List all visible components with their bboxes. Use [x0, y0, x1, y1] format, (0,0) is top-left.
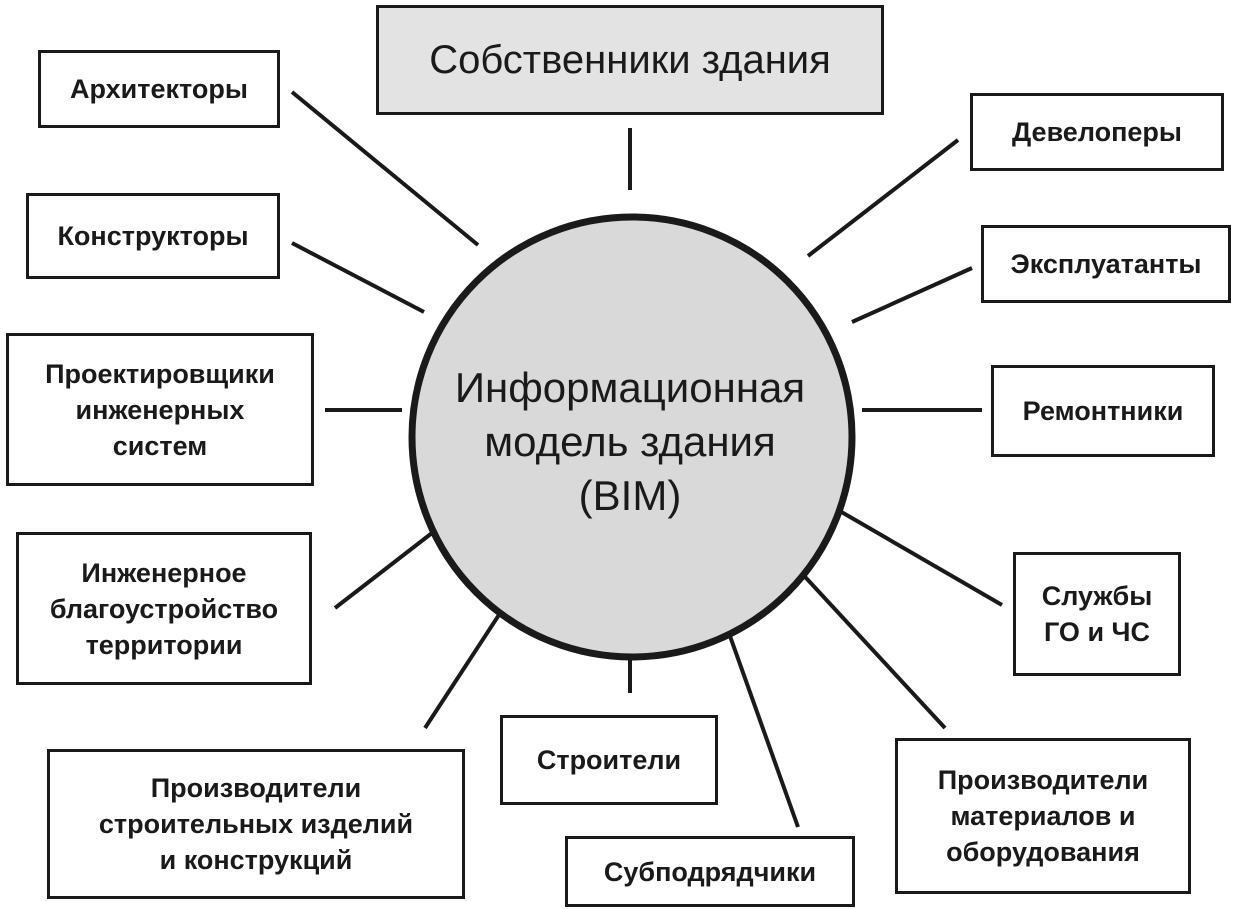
node-product-makers: Производители строительных изделий и кон…: [47, 749, 465, 899]
node-label: Архитекторы: [70, 74, 248, 104]
connector-developers: [806, 138, 960, 258]
node-label-line: и конструкций: [159, 845, 353, 875]
node-label-line: благоустройство: [49, 593, 279, 624]
node-engineering-designers: Проектировщики инженерных систем: [6, 333, 314, 486]
node-label-line: систем: [112, 430, 208, 461]
node-operators: Эксплуатанты: [981, 225, 1231, 303]
connector-architects: [290, 90, 480, 247]
node-label: Собственники здания: [429, 38, 831, 82]
node-architects: Архитекторы: [38, 50, 280, 128]
node-label-line: материалов и: [950, 801, 1136, 831]
connector-operators: [851, 266, 973, 324]
node-builders: Строители: [500, 715, 718, 805]
node-label-line: Производители: [937, 765, 1149, 795]
node-developers: Девелоперы: [970, 93, 1224, 171]
node-material-makers: Производители материалов и оборудования: [895, 738, 1191, 894]
node-label-line: оборудования: [946, 837, 1140, 867]
node-label: Конструкторы: [57, 221, 249, 251]
node-label-line: инженерных: [75, 394, 245, 425]
node-label: Ремонтники: [1022, 396, 1184, 426]
connector-subcontractors: [718, 607, 800, 828]
center-circle: [408, 213, 856, 661]
node-label-line: ГО и ЧС: [1043, 617, 1151, 647]
node-subcontractors: Субподрядчики: [565, 836, 855, 907]
center-label-line: Информационная: [454, 364, 806, 411]
node-label-line: строительных изделий: [98, 809, 414, 839]
node-label-line: Производители: [150, 773, 362, 803]
node-label-line: Проектировщики: [45, 358, 275, 389]
connector-product-makers: [423, 596, 512, 730]
node-label: Строители: [536, 745, 682, 775]
connector-material-makers: [793, 564, 947, 730]
node-label-line: Инженерное: [81, 557, 247, 588]
connector-emergency: [836, 508, 1004, 607]
node-emergency: Службы ГО и ЧС: [1013, 552, 1181, 676]
node-label-line: Службы: [1041, 581, 1153, 611]
node-repairers: Ремонтники: [991, 365, 1215, 457]
node-landscaping: Инженерное благоустройство территории: [16, 532, 312, 685]
node-constructors: Конструкторы: [26, 193, 280, 279]
node-label: Субподрядчики: [603, 856, 817, 887]
node-label: Эксплуатанты: [1010, 249, 1202, 279]
node-owners: Собственники здания: [376, 5, 884, 115]
node-label: Девелоперы: [1011, 117, 1182, 147]
center-label-line: (BIM): [578, 472, 682, 519]
node-label-line: территории: [85, 629, 243, 660]
connector-constructors: [291, 241, 425, 314]
connector-landscaping: [333, 531, 434, 610]
center-label: Информационная модель здания (BIM): [420, 352, 840, 532]
center-label-line: модель здания: [484, 418, 776, 465]
